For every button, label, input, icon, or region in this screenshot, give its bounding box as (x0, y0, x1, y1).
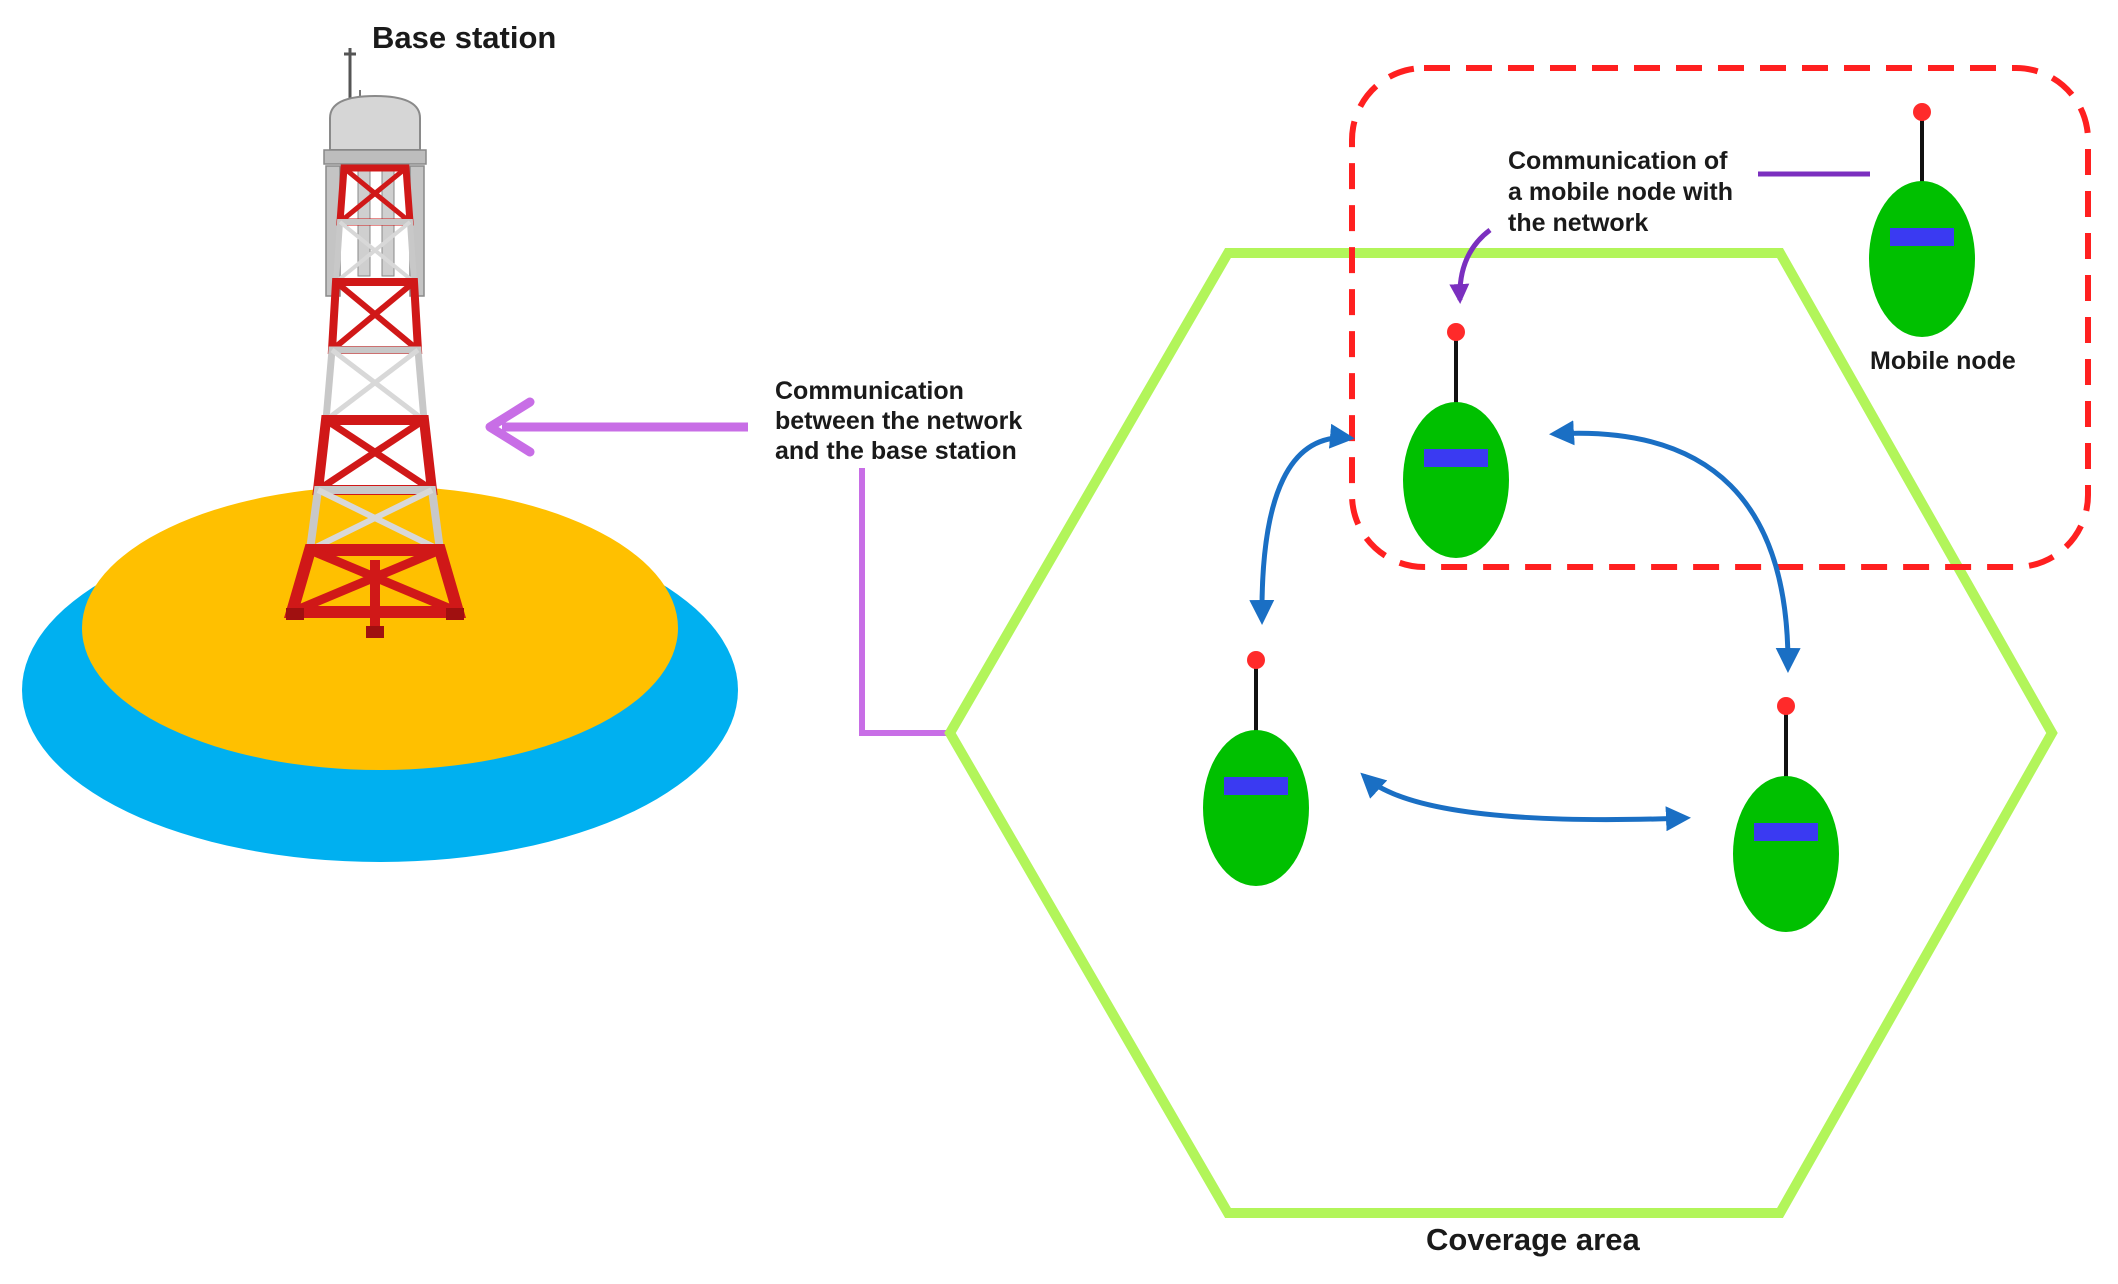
coverage-area-label: Coverage area (1426, 1222, 1640, 1257)
link-top-left (1249, 423, 1355, 625)
sensor-node-top (1403, 323, 1509, 558)
base-station-label: Base station (372, 20, 556, 55)
coverage-area-hexagon (944, 248, 2058, 1218)
mobile-zone-boundary (1349, 65, 2091, 570)
link-top-right (1549, 420, 1801, 673)
node-links (1249, 420, 1801, 832)
mobile-comm-label: Communication of a mobile node with the … (1508, 147, 1740, 237)
network-base-label-line-1: Communication (775, 377, 964, 405)
mobile-node-label: Mobile node (1870, 347, 2016, 375)
mobile-node (1869, 103, 1975, 337)
base-station-tower-icon (284, 48, 466, 638)
network-base-label-line-2: between the network (775, 407, 1022, 435)
antenna-tip-icon (1247, 651, 1265, 669)
sensor-node-right (1733, 697, 1839, 932)
antenna-tip-icon (1447, 323, 1465, 341)
link-left-right (1360, 772, 1691, 832)
mobile-comm-link: Communication of a mobile node with the … (1449, 147, 1870, 304)
base-station-group: Base station (22, 20, 738, 862)
sensor-node-left (1203, 651, 1309, 886)
mobile-comm-label-line-2: a mobile node with (1508, 178, 1733, 206)
network-base-link: Communication between the network and th… (485, 377, 1029, 736)
network-base-label-line-3: and the base station (775, 437, 1017, 465)
ground-platform (22, 486, 738, 862)
antenna-tip-icon (1913, 103, 1931, 121)
antenna-tip-icon (1777, 697, 1795, 715)
network-base-label: Communication between the network and th… (775, 377, 1029, 465)
mobile-comm-label-line-3: the network (1508, 209, 1648, 237)
mobile-comm-label-line-1: Communication of (1508, 147, 1728, 175)
